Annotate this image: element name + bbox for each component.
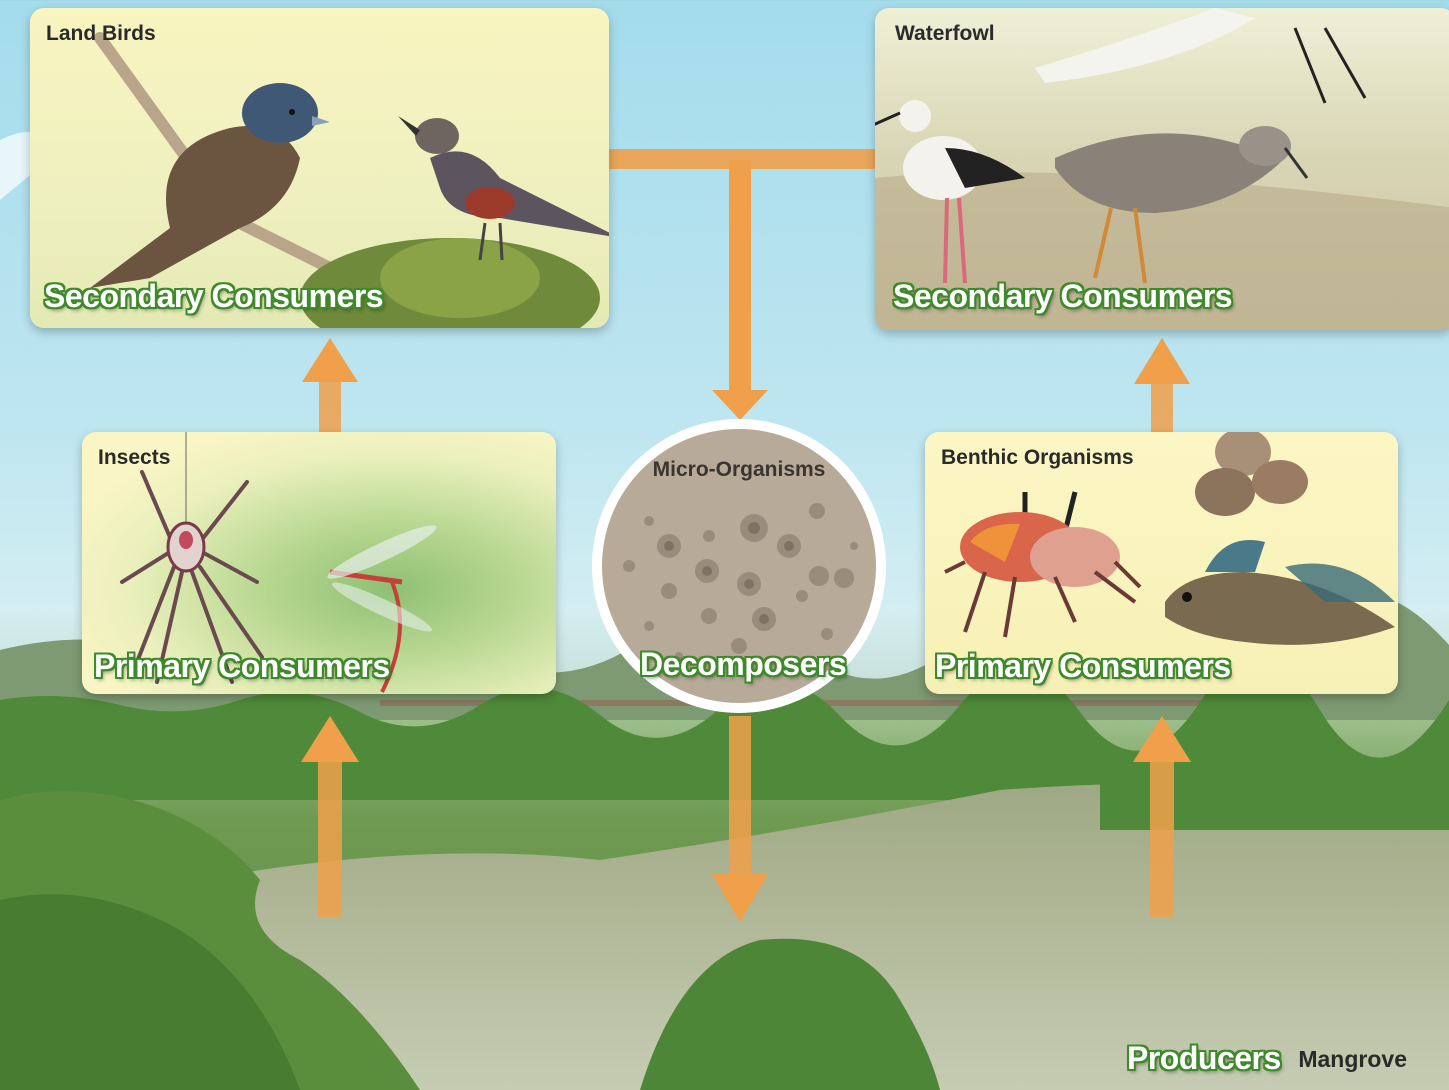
mangrove-label: Mangrove — [1298, 1046, 1407, 1073]
waterfowl-card: Waterfowl Secondary Consumers — [875, 8, 1449, 330]
insects-card: Insects Primary Consumers — [82, 432, 556, 694]
insects-role: Primary Consumers — [94, 648, 390, 685]
decomposers-role: Decomposers — [640, 646, 846, 683]
arrow-mangrove-to-benthic — [1133, 716, 1191, 762]
land-birds-card: Land Birds Secondary Consumers — [30, 8, 609, 328]
land-birds-role: Secondary Consumers — [44, 278, 383, 315]
arrow-benthic-to-waterfowl — [1134, 338, 1190, 384]
arrow-mangrove-to-insects — [301, 716, 359, 762]
benthic-card: Benthic Organisms Primary Consumers — [925, 432, 1398, 694]
arrow-decomposer-to-water — [712, 874, 768, 922]
micro-organisms-label: Micro-Organisms — [596, 458, 882, 482]
waterfowl-role: Secondary Consumers — [893, 278, 1232, 315]
land-birds-label: Land Birds — [46, 22, 156, 46]
connector-stem — [729, 160, 751, 392]
waterfowl-label: Waterfowl — [895, 22, 995, 46]
benthic-role: Primary Consumers — [935, 648, 1231, 685]
producers-role: Producers — [1127, 1040, 1281, 1077]
benthic-label: Benthic Organisms — [941, 446, 1134, 470]
arrow-insects-to-landbirds — [302, 338, 358, 382]
insects-label: Insects — [98, 446, 170, 470]
